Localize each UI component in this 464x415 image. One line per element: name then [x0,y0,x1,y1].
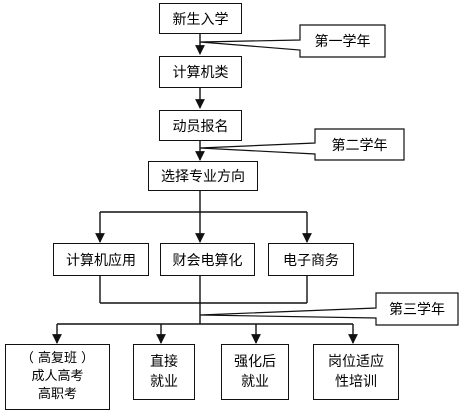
node-exam-line2: 成人高考 [31,369,84,384]
node-mobilize: 动员报名 [159,110,242,141]
callout-year2-shape [199,128,405,161]
node-finance-accounting-label: 财会电算化 [172,252,243,269]
node-training-line2: 性培训 [335,374,377,390]
node-training-line1: 岗位适应 [328,354,384,370]
node-ecommerce: 电子商务 [268,243,354,276]
node-intensive-employment: 强化后 就业 [221,344,289,400]
node-ecommerce-label: 电子商务 [283,252,339,269]
node-employ-line2: 就业 [150,374,178,390]
node-employ-line1: 直接 [150,354,178,370]
node-job-training: 岗位适应 性培训 [313,344,399,400]
node-exam-line1: （ 高复班 ） [20,351,95,366]
node-computer-class-label: 计算机类 [172,65,229,81]
callout-year2-label: 第二学年 [331,137,388,154]
callout-year1-shape [199,24,386,58]
callout-year1-label: 第一学年 [314,34,371,50]
callout-year2: 第二学年 [315,129,404,160]
node-enroll-label: 新生入学 [172,11,229,28]
node-mobilize-label: 动员报名 [172,118,229,135]
node-intensive-line2: 就业 [241,374,269,390]
node-computer-app-label: 计算机应用 [66,252,136,269]
node-enroll: 新生入学 [159,3,242,34]
node-choose-major: 选择专业方向 [148,161,258,191]
node-computer-class: 计算机类 [159,56,242,88]
callout-year3-shape [199,292,459,326]
node-choose-major-label: 选择专业方向 [161,169,245,185]
node-computer-app: 计算机应用 [53,243,149,276]
node-exam-line3: 高职考 [37,387,77,402]
node-direct-employment: 直接 就业 [133,344,195,400]
node-exam-path: （ 高复班 ） 成人高考 高职考 [5,344,110,410]
callout-year1: 第一学年 [300,25,385,57]
callout-year3-label: 第三学年 [389,302,445,318]
node-finance-accounting: 财会电算化 [160,243,255,276]
node-intensive-line1: 强化后 [234,354,276,370]
callout-year3: 第三学年 [376,293,458,325]
